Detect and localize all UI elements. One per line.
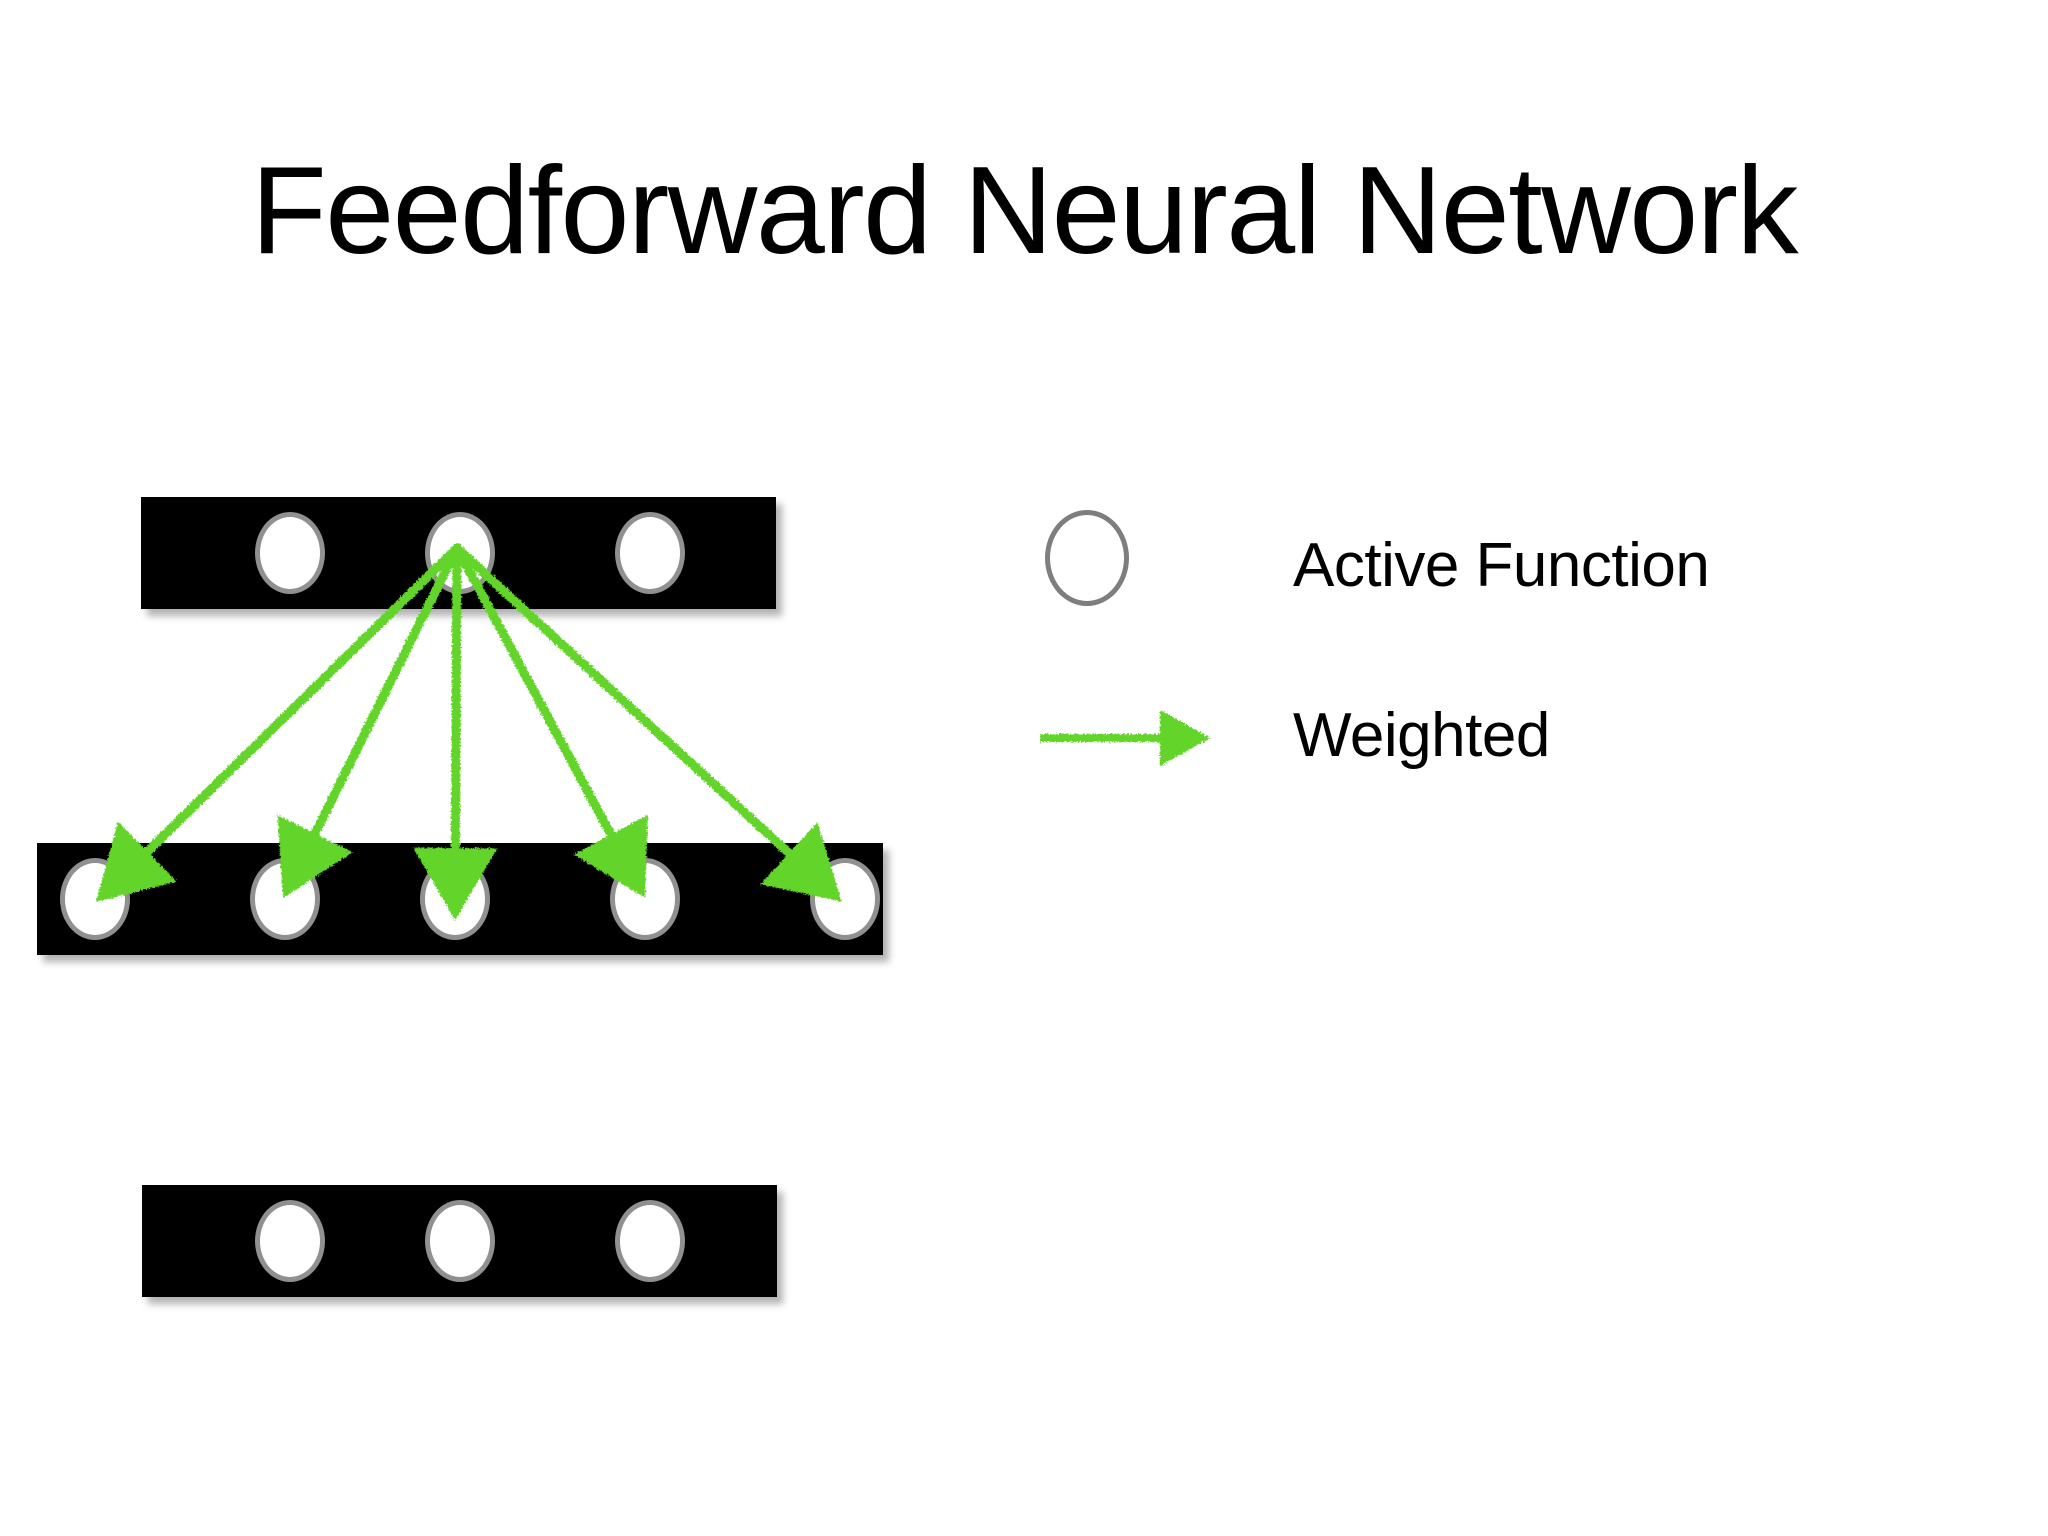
- diagram-legend: Active Function Weighted: [1040, 500, 1940, 820]
- legend-glyph-active-function: [1040, 500, 1260, 630]
- legend-arrow-head: [1160, 710, 1210, 766]
- green-arrow-icon: [1040, 710, 1210, 766]
- input-node-3: [615, 1200, 685, 1282]
- legend-item-active-function: Active Function: [1040, 500, 1940, 630]
- output-node-3: [615, 512, 685, 594]
- hidden-node-3: [420, 858, 490, 940]
- legend-label-active-function: Active Function: [1293, 530, 1710, 600]
- hidden-node-4: [610, 858, 680, 940]
- page-title: Feedforward Neural Network: [250, 142, 1799, 280]
- legend-glyph-weighted: [1040, 670, 1260, 800]
- output-node-1: [255, 512, 325, 594]
- input-node-2: [425, 1200, 495, 1282]
- input-node-1: [255, 1200, 325, 1282]
- circle-outline-icon: [1045, 510, 1129, 606]
- hidden-node-5: [810, 858, 880, 940]
- hidden-node-2: [250, 858, 320, 940]
- legend-label-weighted: Weighted: [1293, 700, 1550, 770]
- legend-item-weighted: Weighted: [1040, 670, 1940, 800]
- output-node-2: [425, 512, 495, 594]
- hidden-node-1: [60, 858, 130, 940]
